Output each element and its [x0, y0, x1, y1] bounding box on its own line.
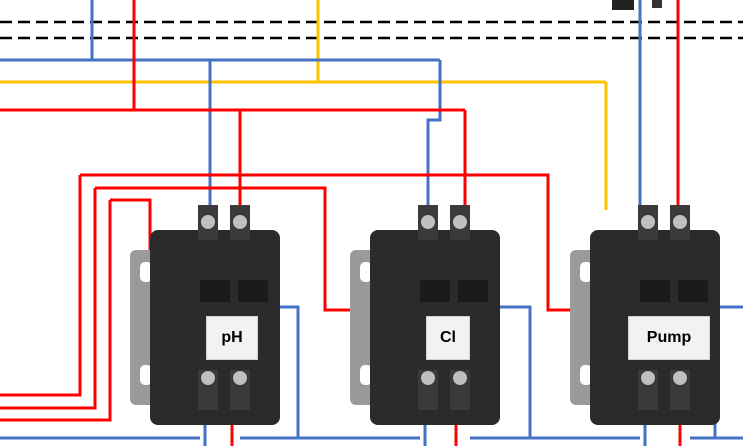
yellow-wires: [0, 0, 608, 210]
contactor-pump-label: Pump: [628, 316, 710, 360]
red-wires: [0, 0, 682, 446]
contactor-cl-label: Cl: [426, 316, 470, 360]
dashed-bus-lines: [0, 20, 743, 40]
top-device-icon: [612, 0, 662, 10]
contactor-ph-label: pH: [206, 316, 258, 360]
